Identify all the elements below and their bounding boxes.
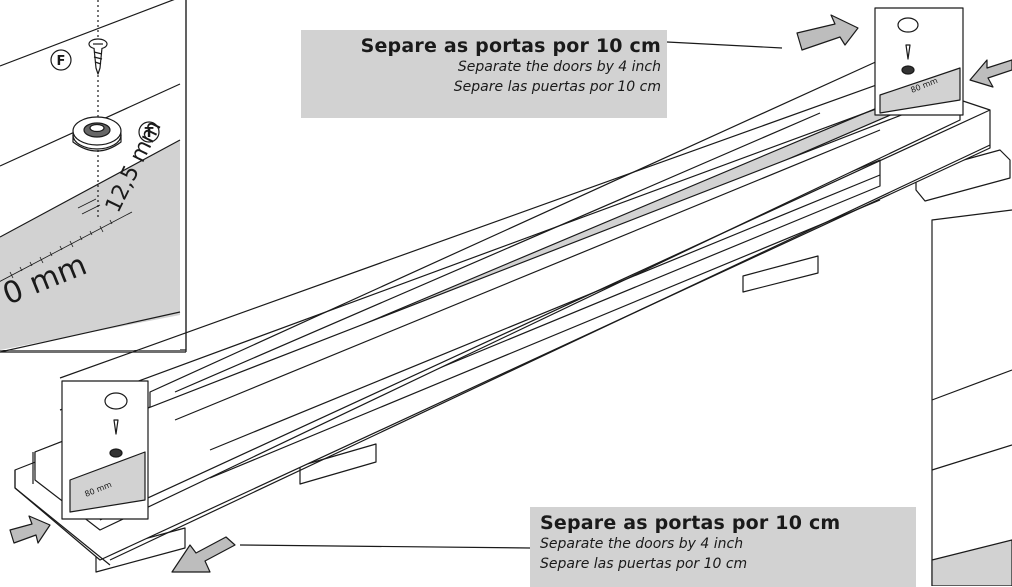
board-edge-lines <box>14 54 991 566</box>
inset-shaded-panel <box>0 140 180 350</box>
leader-line-top <box>666 41 783 49</box>
cap-insert-icon <box>72 116 122 152</box>
callout-top: Separe as portas por 10 cm Separate the … <box>301 30 667 118</box>
cap-label-circle <box>138 121 160 143</box>
arrow-top-right-icon <box>969 59 1012 88</box>
detail-box-top <box>874 7 964 116</box>
right-panel <box>931 209 1012 586</box>
arrow-top-left-icon <box>796 14 859 51</box>
callout-bottom-main: Separe as portas por 10 cm <box>540 512 841 534</box>
callout-top-sub-en: Separate the doors by 4 inch <box>457 59 661 75</box>
detail-inset <box>0 0 187 353</box>
callout-top-sub-es: Separe las puertas por 10 cm <box>453 79 661 95</box>
arrow-bottom-right-icon <box>171 536 236 573</box>
callout-top-main: Separe as portas por 10 cm <box>360 35 661 57</box>
base-skids <box>95 149 1011 573</box>
callout-bottom: Separe as portas por 10 cm Separate the … <box>530 507 916 587</box>
detail-box-bottom <box>61 380 149 520</box>
callout-bottom-sub-es: Separe las puertas por 10 cm <box>540 556 748 572</box>
cap-label: T <box>145 126 154 141</box>
screw-label: F <box>57 54 66 69</box>
screw-icon <box>88 38 108 75</box>
screw-label-circle <box>50 49 72 71</box>
callout-bottom-sub-en: Separate the doors by 4 inch <box>540 536 744 552</box>
inset-ruler <box>0 198 133 282</box>
push-arrows <box>9 14 1012 573</box>
arrow-bottom-left-icon <box>9 515 51 544</box>
leader-line-bottom <box>239 544 531 549</box>
